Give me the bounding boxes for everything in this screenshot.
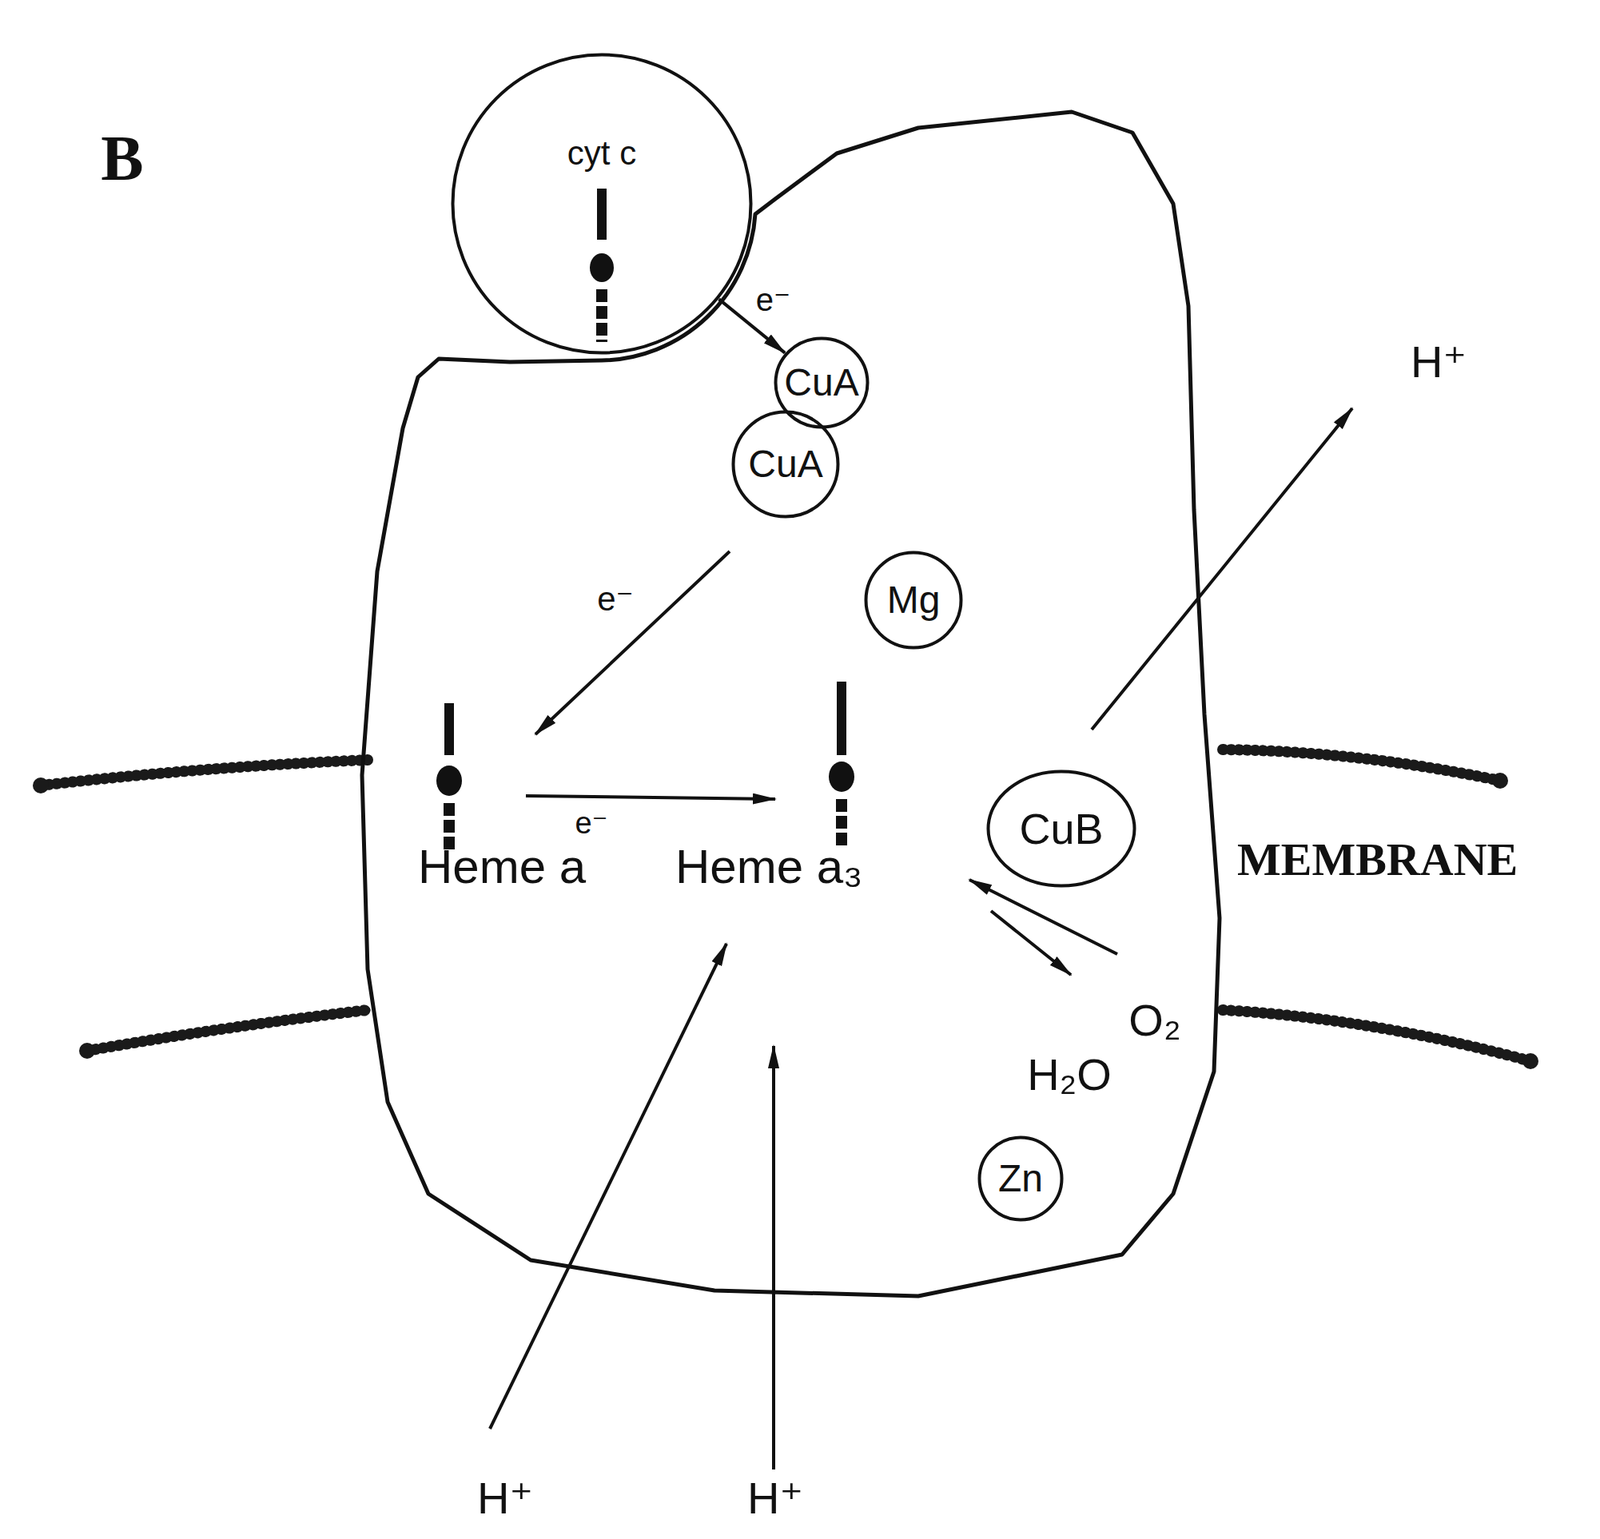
- metal-center: CuA: [773, 336, 870, 430]
- proton-label: H⁺: [474, 1475, 536, 1522]
- proton-arrow: [1091, 408, 1353, 730]
- electron-label: e⁻: [594, 581, 637, 617]
- metal-label: CuA: [748, 445, 823, 484]
- membrane-line: [40, 749, 1531, 1062]
- proton-arrow: [489, 943, 727, 1429]
- electron-label: e⁻: [572, 807, 610, 840]
- heme-symbol: [436, 703, 462, 852]
- heme-symbol: [589, 188, 614, 343]
- metal-label: CuB: [1018, 807, 1103, 851]
- heme-label: Heme a: [417, 843, 586, 892]
- metal-label: Zn: [998, 1159, 1043, 1199]
- proton-label: H⁺: [744, 1475, 806, 1522]
- molecule-label: O₂: [1128, 998, 1181, 1043]
- metal-center: CuB: [986, 769, 1137, 888]
- panel-letter: B: [98, 125, 146, 192]
- membrane-label: MEMBRANE: [1234, 835, 1521, 884]
- node-outline: [450, 52, 753, 355]
- metal-center: Mg: [863, 550, 964, 650]
- metal-center: Zn: [977, 1135, 1064, 1222]
- metal-label: Mg: [887, 581, 941, 620]
- metal-label: CuA: [784, 363, 859, 402]
- oxidase-outline: Heme a Heme a₃ O₂ H₂O CuA CuA MgCuB Zn: [359, 103, 1239, 1311]
- proton-arrow: [772, 1046, 776, 1470]
- water-arrow: [991, 911, 1071, 976]
- molecule-label: H₂O: [1026, 1052, 1112, 1098]
- metal-center: CuA: [731, 409, 840, 519]
- node-outline: [359, 103, 1239, 1311]
- protein-name: cyt c: [567, 136, 637, 171]
- electron-label: e⁻: [753, 282, 793, 317]
- oxygen-arrow: [969, 879, 1118, 955]
- cytochrome-c-circle: cyt c: [450, 52, 753, 355]
- heme-symbol: [828, 681, 855, 848]
- heme-label: Heme a₃: [675, 843, 864, 892]
- membrane-end: [32, 772, 1539, 1070]
- electron-arrow: [535, 551, 730, 735]
- electron-arrow: [525, 796, 776, 800]
- proton-label: H⁺: [1408, 338, 1469, 386]
